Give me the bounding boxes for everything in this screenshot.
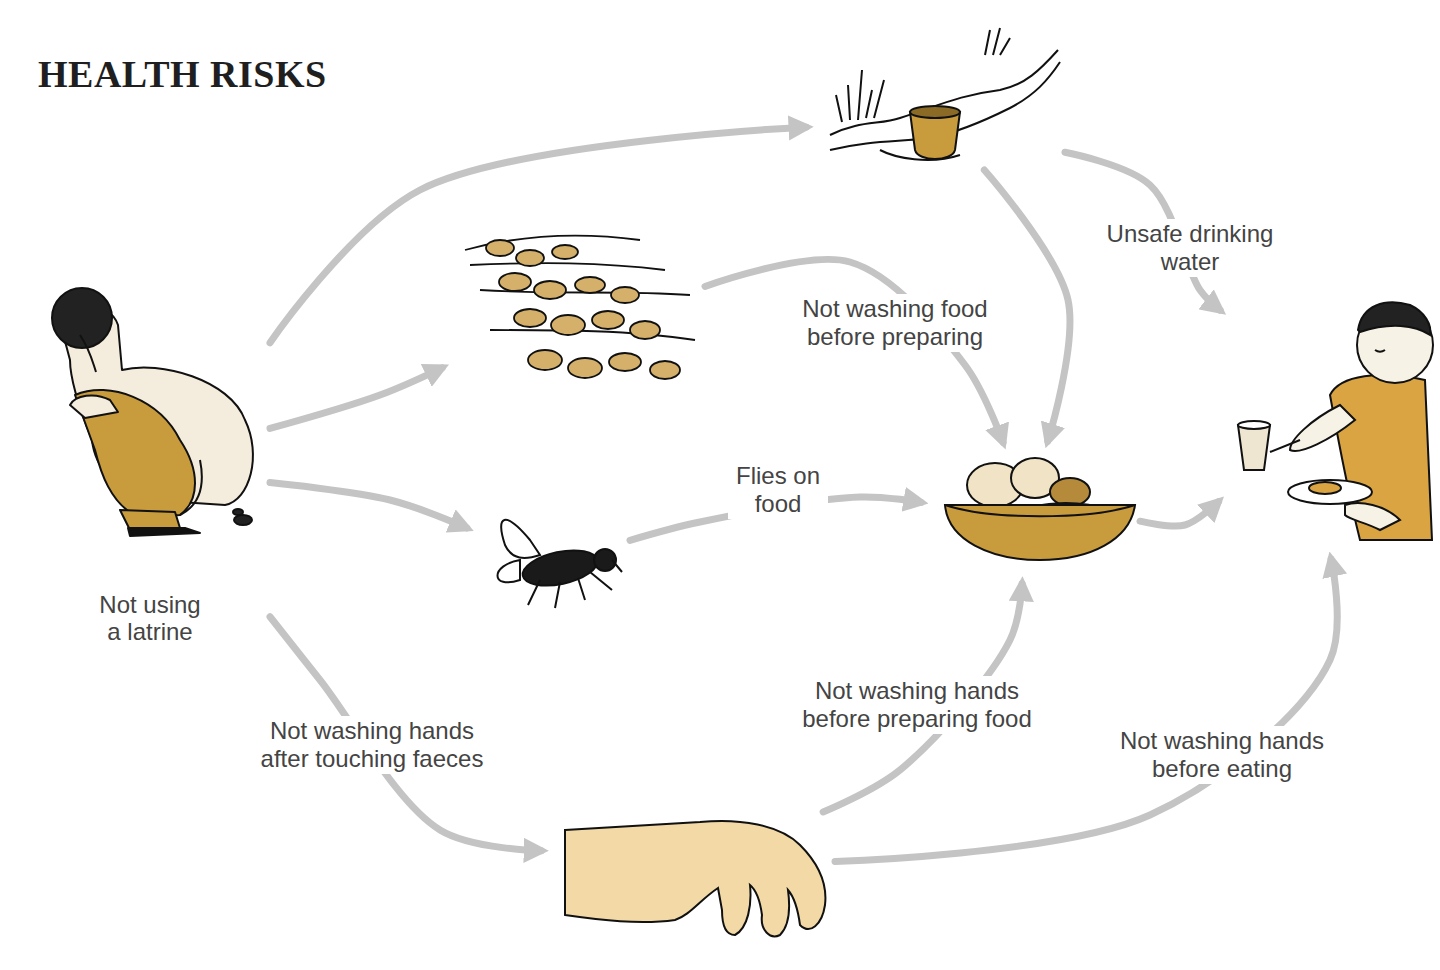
transmission-arrow — [1140, 502, 1219, 526]
edge-label: Not washing hands before eating — [1105, 726, 1340, 783]
transmission-arrow — [270, 483, 467, 528]
edge-label: Flies on food — [728, 461, 828, 518]
food-bowl — [945, 458, 1135, 560]
edge-label: Unsafe drinking water — [1103, 219, 1278, 276]
picture-node — [935, 455, 1140, 570]
edge-label: Not washing hands before preparing food — [780, 676, 1055, 733]
water-source — [830, 28, 1060, 160]
picture-node — [455, 225, 705, 390]
picture-node: Not using a latrine — [30, 280, 270, 650]
transmission-arrow — [270, 368, 442, 429]
squatting-man — [52, 288, 253, 536]
dirty-hand — [565, 821, 825, 936]
eating-boy — [1238, 302, 1433, 540]
picture-node — [1230, 300, 1435, 545]
picture-node — [555, 812, 835, 952]
picture-node — [820, 40, 1065, 170]
crop-field — [465, 236, 695, 379]
edge-label: Not washing food before preparing — [778, 294, 1013, 351]
fly — [498, 520, 623, 608]
picture-node — [480, 505, 630, 615]
edge-label: Not washing hands after touching faeces — [240, 716, 505, 773]
transmission-arrow — [270, 127, 806, 343]
diagram-title: HEALTH RISKS — [38, 52, 327, 96]
node-caption: Not using a latrine — [94, 591, 206, 646]
